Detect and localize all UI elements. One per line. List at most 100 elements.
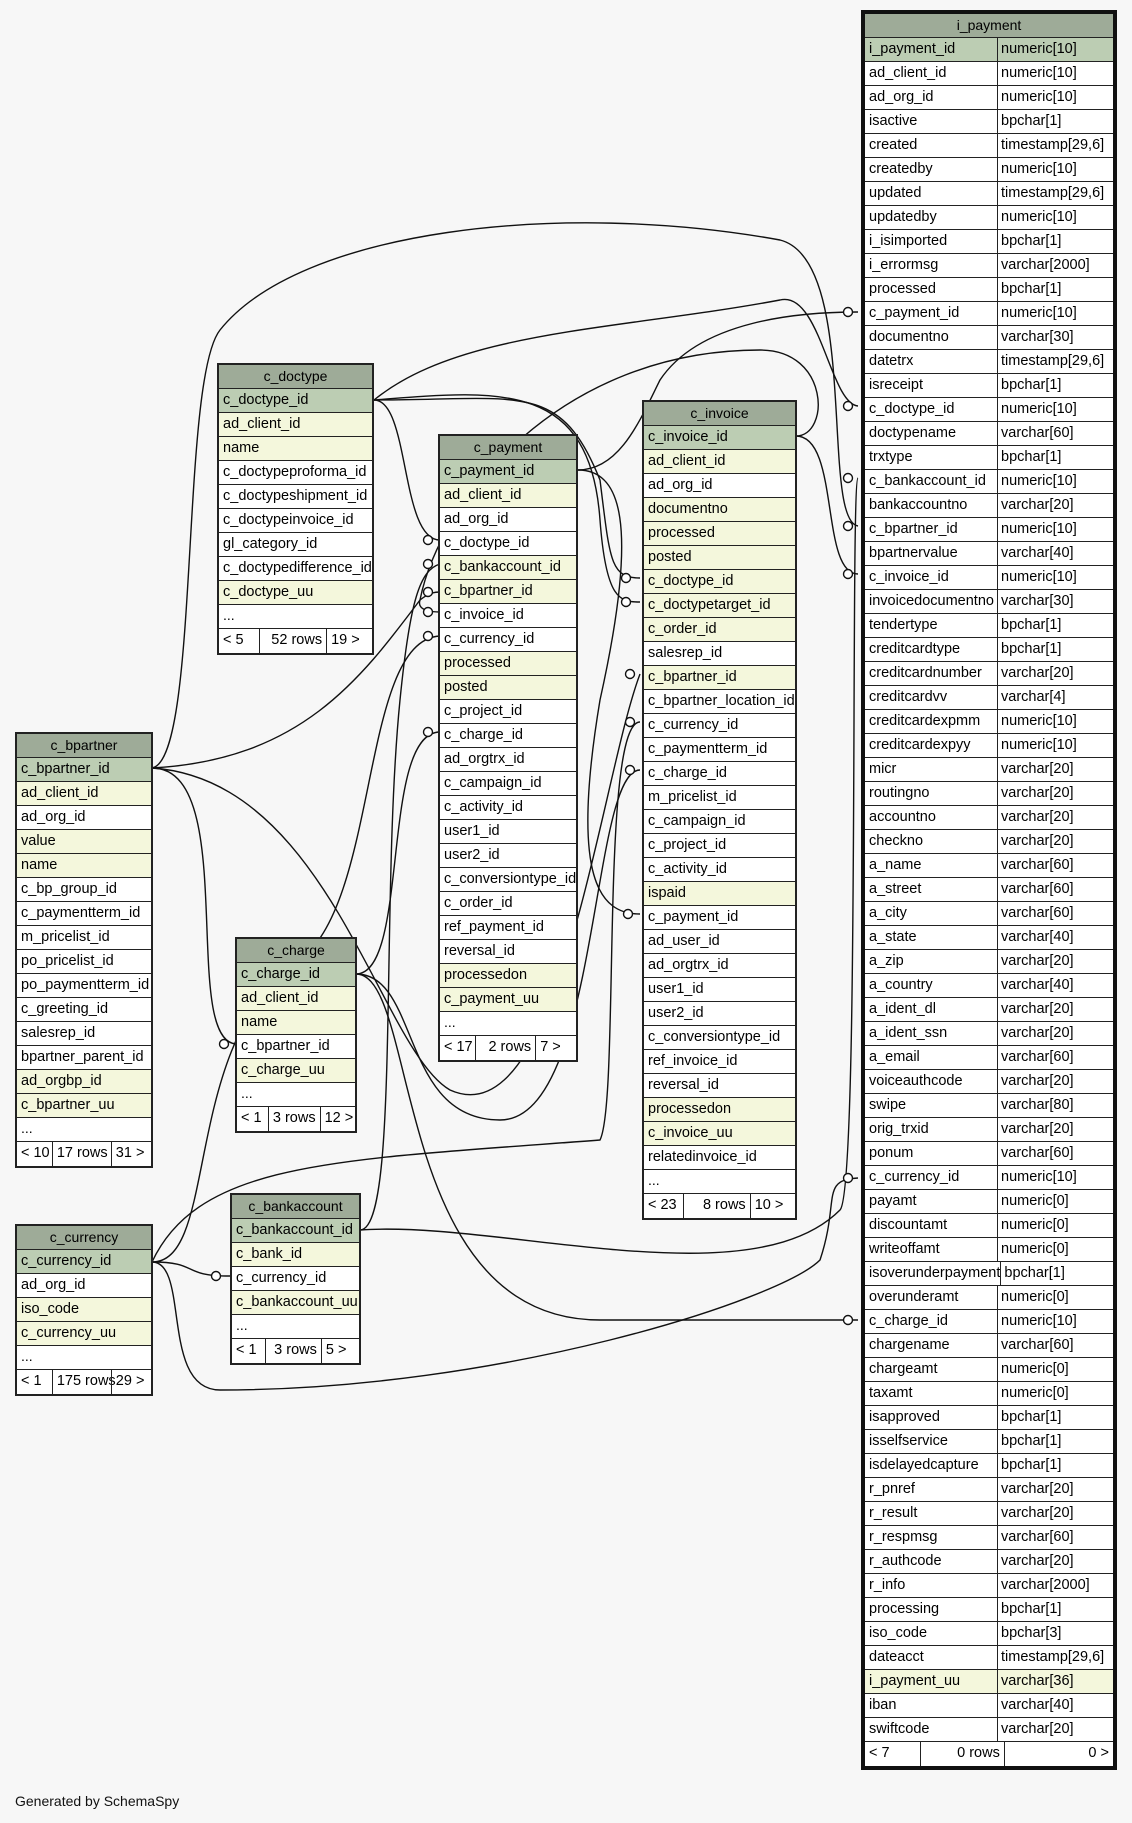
column-row[interactable]: c_doctypetarget_id [644,594,795,618]
row-count[interactable]: 3 rows [265,1339,321,1363]
children-count[interactable]: 0 > [1003,1742,1113,1766]
column-row[interactable]: c_conversiontype_id [440,868,576,892]
column-row[interactable]: processedon [644,1098,795,1122]
column-row[interactable]: c_payment_uu [440,988,576,1012]
column-row[interactable]: c_project_id [644,834,795,858]
row-count[interactable]: 8 rows [683,1194,749,1218]
column-row[interactable]: ad_client_id [17,782,151,806]
column-row[interactable]: value [17,830,151,854]
column-row[interactable]: user1_id [440,820,576,844]
column-row[interactable]: ref_invoice_id [644,1050,795,1074]
column-row[interactable]: ref_payment_id [440,916,576,940]
column-row[interactable]: c_payment_id [644,906,795,930]
column-row[interactable]: ad_orgtrx_id [644,954,795,978]
column-row[interactable]: c_activity_id [440,796,576,820]
column-row[interactable]: c_payment_id [440,460,576,484]
children-count[interactable]: 19 > [326,629,372,653]
column-row[interactable]: c_bankaccount_id [232,1219,359,1243]
column-row[interactable]: c_bpartner_id [440,580,576,604]
column-row[interactable]: c_doctypedifference_id [219,557,372,581]
column-row[interactable]: relatedinvoice_id [644,1146,795,1170]
column-row[interactable]: salesrep_id [17,1022,151,1046]
column-row[interactable]: c_currency_id [232,1267,359,1291]
column-row[interactable]: c_currency_id [644,714,795,738]
parents-count[interactable]: < 23 [648,1197,677,1213]
column-row[interactable]: c_activity_id [644,858,795,882]
parents-count[interactable]: < 1 [236,1342,257,1358]
column-row[interactable]: gl_category_id [219,533,372,557]
column-row[interactable]: c_doctype_id [644,570,795,594]
children-count[interactable]: 7 > [535,1036,576,1060]
column-row[interactable]: c_bpartner_uu [17,1094,151,1118]
column-row[interactable]: po_paymentterm_id [17,974,151,998]
column-row[interactable]: c_bpartner_location_id [644,690,795,714]
parents-count[interactable]: < 5 [223,632,244,648]
column-row[interactable]: ad_client_id [644,450,795,474]
row-count[interactable]: 17 rows [51,1142,111,1166]
column-row[interactable]: c_bankaccount_uu [232,1291,359,1315]
column-row[interactable]: ad_org_id [17,806,151,830]
children-count[interactable]: 31 > [110,1142,151,1166]
children-count[interactable]: 10 > [749,1194,795,1218]
children-count[interactable]: 12 > [319,1107,355,1131]
column-row[interactable]: c_conversiontype_id [644,1026,795,1050]
column-row[interactable]: c_currency_id [17,1250,151,1274]
column-row[interactable]: posted [440,676,576,700]
column-row[interactable]: m_pricelist_id [17,926,151,950]
column-row[interactable]: c_bank_id [232,1243,359,1267]
children-count[interactable]: 29 > [110,1370,151,1394]
column-row[interactable]: c_order_id [440,892,576,916]
column-row[interactable]: c_doctype_id [219,389,372,413]
column-row[interactable]: processed [644,522,795,546]
column-row[interactable]: user2_id [440,844,576,868]
column-row[interactable]: c_paymentterm_id [17,902,151,926]
column-row[interactable]: c_charge_id [644,762,795,786]
parents-count[interactable]: < 1 [21,1373,42,1389]
column-row[interactable]: c_bp_group_id [17,878,151,902]
parents-count[interactable]: < 1 [241,1110,262,1126]
column-row[interactable]: name [237,1011,355,1035]
column-row[interactable]: name [219,437,372,461]
column-row[interactable]: ad_user_id [644,930,795,954]
parents-count[interactable]: < 7 [869,1745,890,1761]
column-row[interactable]: c_invoice_id [644,426,795,450]
column-row[interactable]: c_doctypeinvoice_id [219,509,372,533]
column-row[interactable]: c_doctypeproforma_id [219,461,372,485]
